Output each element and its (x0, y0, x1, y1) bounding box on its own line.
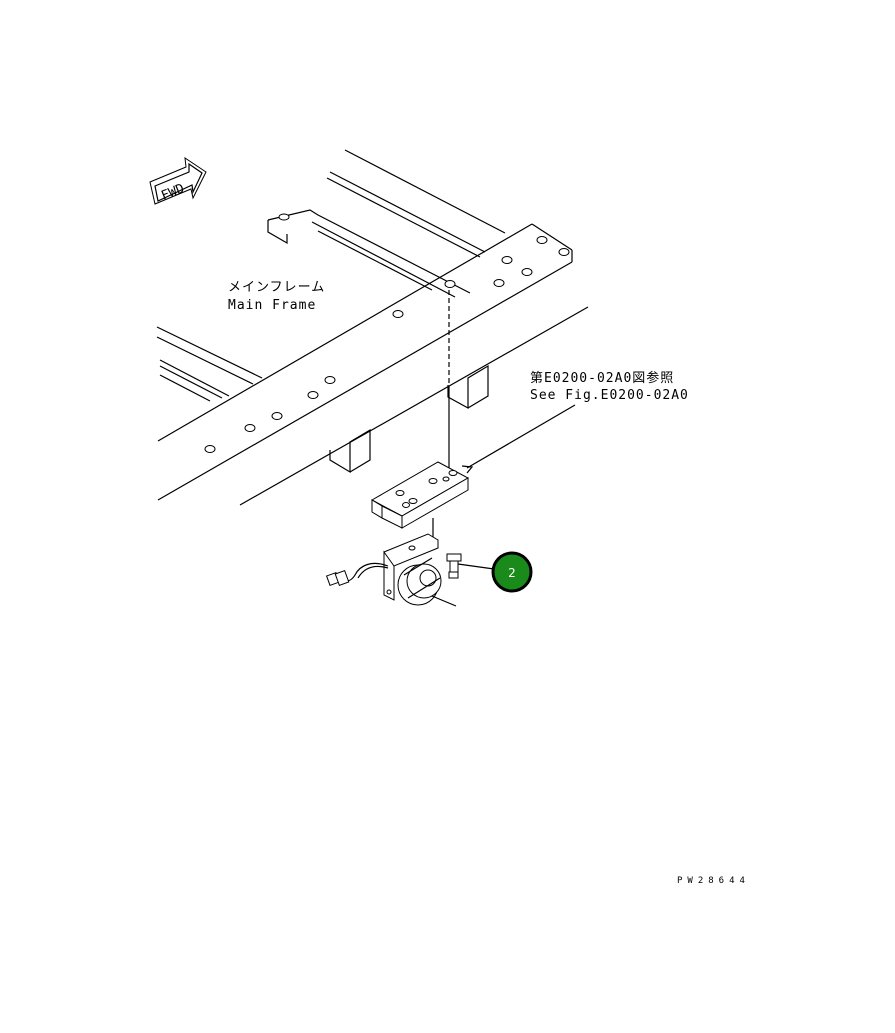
mounting-bracket (370, 461, 470, 529)
main-frame (156, 149, 589, 506)
fwd-direction-arrow: FWD (149, 156, 207, 205)
main-frame-label-jp: メインフレーム (228, 280, 326, 295)
drawing-code: PW28644 (677, 876, 750, 886)
main-frame-label-en: Main Frame (228, 298, 317, 313)
reference-label-jp: 第E0200-02A0図参照 (530, 371, 675, 386)
horn-assembly (325, 533, 457, 607)
callout-2[interactable]: 2 (491, 551, 533, 593)
reference-label-en: See Fig.E0200-02A0 (530, 388, 689, 403)
callout-2-number: 2 (508, 566, 516, 580)
mounting-bolt (446, 553, 462, 579)
